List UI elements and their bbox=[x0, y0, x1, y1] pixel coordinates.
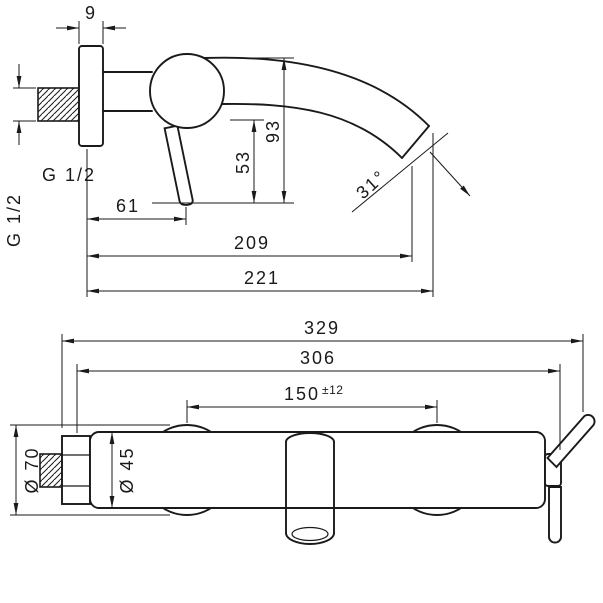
dim-body-diameter-label: Ø 45 bbox=[117, 446, 137, 493]
dim-reaches: 61 209 221 bbox=[86, 133, 434, 297]
front-lever-handle bbox=[544, 413, 596, 544]
dim-height-outlet-label: 53 bbox=[233, 150, 253, 174]
dim-flange-depth-label: 9 bbox=[85, 3, 97, 23]
thread-size-label: G 1/2 bbox=[42, 165, 96, 185]
side-wall-flange bbox=[78, 45, 104, 147]
dim-heights: 93 53 bbox=[152, 57, 294, 204]
front-threaded-pipe bbox=[39, 453, 63, 488]
front-view-geometry bbox=[39, 413, 596, 545]
front-mixer-body bbox=[89, 431, 546, 509]
side-spout-top-edge bbox=[203, 56, 430, 127]
dim-reach-total-label: 221 bbox=[244, 268, 280, 288]
dim-thread-size: G 1/2 G 1/2 bbox=[4, 64, 96, 247]
thread-size-vertical-label: G 1/2 bbox=[4, 193, 24, 247]
front-spout bbox=[285, 432, 335, 545]
dim-escutcheon-diameter-label: Ø 70 bbox=[22, 446, 42, 493]
front-view: 329 306 150 ±12 Ø 70 Ø 45 bbox=[10, 318, 596, 545]
side-view: 9 G 1/2 G 1/2 93 53 31° bbox=[4, 3, 471, 297]
side-spout-outlet bbox=[401, 125, 430, 159]
front-handle-grip bbox=[546, 413, 596, 469]
dim-reach-lower-label: 209 bbox=[234, 233, 270, 253]
front-handle-rod bbox=[548, 486, 562, 544]
front-wall-flange bbox=[61, 435, 91, 505]
dim-widths: 329 306 150 ±12 bbox=[61, 318, 584, 450]
side-lever-handle bbox=[163, 124, 194, 206]
side-mixer-body bbox=[149, 53, 225, 129]
dim-flange-depth: 9 bbox=[56, 3, 126, 44]
dim-spout-angle: 31° bbox=[351, 132, 471, 213]
dim-center-tolerance-label: ±12 bbox=[322, 383, 343, 397]
dim-width-total-label: 329 bbox=[304, 318, 340, 338]
dim-handle-offset-label: 61 bbox=[116, 196, 140, 216]
dim-diameters: Ø 70 Ø 45 bbox=[10, 424, 170, 516]
dim-height-total-label: 93 bbox=[263, 119, 283, 143]
dim-width-body-label: 306 bbox=[300, 348, 336, 368]
spout-angle-label: 31° bbox=[352, 166, 390, 203]
side-spout-bottom-edge bbox=[221, 102, 403, 159]
dim-center-distance-label: 150 bbox=[284, 384, 320, 404]
side-threaded-pipe bbox=[37, 87, 80, 122]
